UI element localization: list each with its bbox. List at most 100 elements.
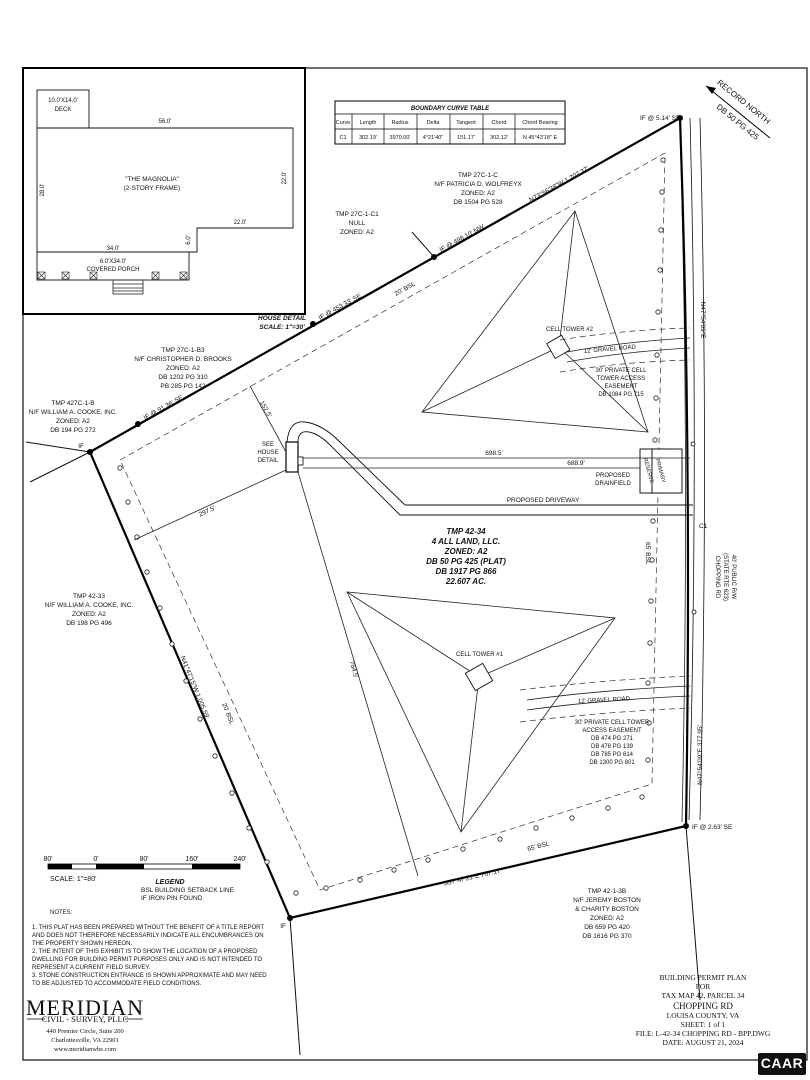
boston-l3: & CHARITY BOSTON bbox=[575, 906, 639, 913]
pin-s-label: IF bbox=[280, 923, 286, 930]
cell-tower-1: CELL TOWER #1 bbox=[346, 591, 616, 833]
cooke2-l1: TMP 42-33 bbox=[73, 593, 105, 600]
bsl-north-label: 20' BSL bbox=[394, 281, 417, 298]
porch-label: COVERED PORCH bbox=[86, 267, 139, 273]
company-logo: MERIDIAN CIVIL - SURVEY, PLLC 440 Premie… bbox=[26, 995, 144, 1053]
see-house-l1: SEE bbox=[262, 442, 274, 448]
pin-n1-label: IF @ 498.10' NW bbox=[439, 223, 487, 254]
driveway-label: PROPOSED DRIVEWAY bbox=[507, 497, 580, 504]
bsl-east-label: 65' BSL bbox=[644, 542, 651, 565]
title-line-3: TAX MAP 42, PARCEL 34 bbox=[662, 991, 745, 1000]
wolfreyx-l2: N/F PATRICIA D. WOLFREYX bbox=[434, 181, 522, 188]
dim-698: 698.5' bbox=[485, 450, 503, 457]
dim-right: 22.0' bbox=[282, 172, 288, 185]
cooke2-l3: ZONED: A2 bbox=[72, 611, 106, 618]
house-detail-scale: SCALE: 1"=30' bbox=[259, 324, 305, 331]
brooks-l1: TMP 27C-1-B3 bbox=[161, 347, 205, 354]
title-line-8: DATE: AUGUST 21, 2024 bbox=[662, 1038, 743, 1047]
legend-title: LEGEND bbox=[155, 879, 184, 886]
gravel-road-upper-label: 12' GRAVEL ROAD bbox=[584, 344, 637, 355]
cooke2-l4: DB 198 PG 496 bbox=[66, 620, 112, 627]
gravel-road-upper: 12' GRAVEL ROAD bbox=[559, 327, 691, 373]
brooks-l2: N/F CHRISTOPHER D. BROOKS bbox=[134, 356, 232, 363]
cooke2-l2: N/F WILLIAM A. COOKE, INC. bbox=[45, 602, 134, 609]
null-lot-l1: TMP 27C-1-C1 bbox=[335, 211, 379, 218]
legend-if: IF IRON PIN FOUND bbox=[141, 895, 203, 902]
notes-title: NOTES: bbox=[50, 910, 73, 916]
adjacent-lot-lines bbox=[25, 231, 701, 1056]
bsl-west-label: 20' BSL bbox=[220, 702, 235, 726]
bearing-south-line: S57°47'21"E 707.17' bbox=[443, 866, 503, 887]
company-web: www.meridianwbe.com bbox=[54, 1046, 116, 1053]
company-addr1: 440 Premier Circle, Suite 200 bbox=[46, 1028, 123, 1035]
note-line-1: 1. THIS PLAT HAS BEEN PREPARED WITHOUT T… bbox=[32, 925, 264, 931]
bsl-south-label: 65' BSL bbox=[527, 840, 551, 853]
brooks-l4: DB 1202 PG 310 bbox=[158, 374, 208, 381]
easement-lower-l1: 30' PRIVATE CELL TOWER bbox=[575, 720, 650, 726]
dim-top: 56.0' bbox=[159, 119, 172, 125]
pin-ne-label: IF @ 5.14' SE bbox=[640, 115, 681, 122]
curve-header-radius: Radius bbox=[391, 120, 408, 126]
boston-l5: DB 659 PG 420 bbox=[584, 924, 630, 931]
see-house-l2: HOUSE bbox=[257, 450, 278, 456]
bearing-east-line: N47°54'09"E 377.95' bbox=[696, 725, 704, 785]
road-name: CHOPPING RD bbox=[714, 556, 720, 599]
tower-1-label: CELL TOWER #1 bbox=[456, 652, 504, 658]
note-line-5: DWELLING FOR BUILDING PERMIT PURPOSES ON… bbox=[32, 957, 262, 963]
pin-se-label: IF @ 2.63' SE bbox=[692, 824, 733, 831]
dim-left: 28.0' bbox=[40, 184, 46, 197]
curve-table-title: BOUNDARY CURVE TABLE bbox=[411, 106, 490, 112]
title-line-7: FILE: L-42-34 CHOPPING RD - BPP.DWG bbox=[636, 1029, 771, 1038]
scale-text: SCALE: 1"=80' bbox=[50, 876, 96, 883]
curve-header-bearing: Chord Bearing bbox=[522, 120, 557, 126]
legend-bsl: BSL BUILDING SETBACK LINE bbox=[141, 887, 235, 894]
company-sub: CIVIL - SURVEY, PLLC bbox=[42, 1014, 129, 1024]
dim-688: 688.9' bbox=[567, 460, 585, 467]
scale-bar: 80' 0' 80' 160' 240' SCALE: 1"=80' bbox=[43, 856, 246, 883]
easement-upper-l4: DB 1084 PG 715 bbox=[598, 392, 644, 398]
deck-size: 10.0'X14.0' bbox=[48, 98, 78, 104]
subject-boundary bbox=[88, 116, 690, 920]
gravel-road-lower: 12' GRAVEL ROAD bbox=[519, 675, 691, 723]
title-line-6: SHEET: 1 of 1 bbox=[681, 1020, 726, 1029]
bearing-north-line: N73°56'38"W 1,202.37' bbox=[528, 165, 590, 204]
easement-lower-l6: DB 1300 PG 801 bbox=[589, 760, 635, 766]
note-line-6: REPRESENT A CURRENT FIELD SURVEY. bbox=[32, 965, 151, 971]
subject-l3: ZONED: A2 bbox=[444, 547, 488, 556]
chopping-road: CHOPPING RD (STATE RTE 623) 40' PUBLIC R… bbox=[679, 117, 736, 823]
tower-2-label: CELL TOWER #2 bbox=[546, 327, 594, 333]
road-row: 40' PUBLIC R/W bbox=[730, 555, 736, 600]
boston-l1: TMP 42-1-3B bbox=[588, 888, 627, 895]
pin-w-label: IF bbox=[78, 443, 84, 450]
note-line-7: 3. STONE CONSTRUCTION ENTRANCE IS SHOWN … bbox=[32, 973, 267, 979]
wolfreyx-l3: ZONED: A2 bbox=[461, 190, 495, 197]
note-line-2: AND DOES NOT THEREFORE NECESSARILY INDIC… bbox=[32, 933, 264, 939]
cooke1-l4: DB 194 PG 272 bbox=[50, 427, 96, 434]
easement-upper-l3: EASEMENT bbox=[604, 384, 637, 390]
drainfield-l1: PROPOSED bbox=[596, 473, 631, 479]
silt-fence bbox=[117, 157, 666, 896]
wolfreyx-l1: TMP 27C-1-C bbox=[458, 172, 498, 179]
deck-label: DECK bbox=[55, 107, 72, 113]
company-name: MERIDIAN bbox=[26, 995, 144, 1020]
road-route: (STATE RTE 623) bbox=[722, 553, 728, 601]
dim-bottom: 34.0' bbox=[107, 246, 120, 252]
scale-tick-4: 160' bbox=[185, 856, 198, 863]
subject-l1: TMP 42-34 bbox=[446, 527, 486, 536]
curve-header-curve: Curve bbox=[336, 120, 351, 126]
subject-l2: 4 ALL LAND, LLC. bbox=[431, 537, 500, 546]
note-line-4: 2. THE INTENT OF THIS EXHIBIT IS TO SHOW… bbox=[32, 949, 258, 955]
house-dimension-lines bbox=[133, 385, 690, 877]
curve-cell-curve: C1 bbox=[339, 135, 346, 141]
easement-upper-l1: 30' PRIVATE CELL bbox=[596, 368, 648, 374]
see-house-l3: DETAIL bbox=[258, 458, 279, 464]
curve-cell-delta: 4°21'40" bbox=[423, 135, 444, 141]
curve-cell-bearing: N 45°43'18" E bbox=[523, 135, 558, 141]
curve-header-chord: Chord bbox=[492, 120, 507, 126]
dim-297: 297.5' bbox=[198, 505, 217, 519]
curve-header-length: Length bbox=[360, 120, 377, 126]
subject-l5: DB 1917 PG 866 bbox=[436, 567, 497, 576]
house-site: SEE HOUSE DETAIL bbox=[257, 441, 304, 473]
cooke1-l2: N/F WILLIAM A. COOKE, INC. bbox=[29, 409, 118, 416]
easement-upper-l2: TOWER ACCESS bbox=[597, 376, 645, 382]
